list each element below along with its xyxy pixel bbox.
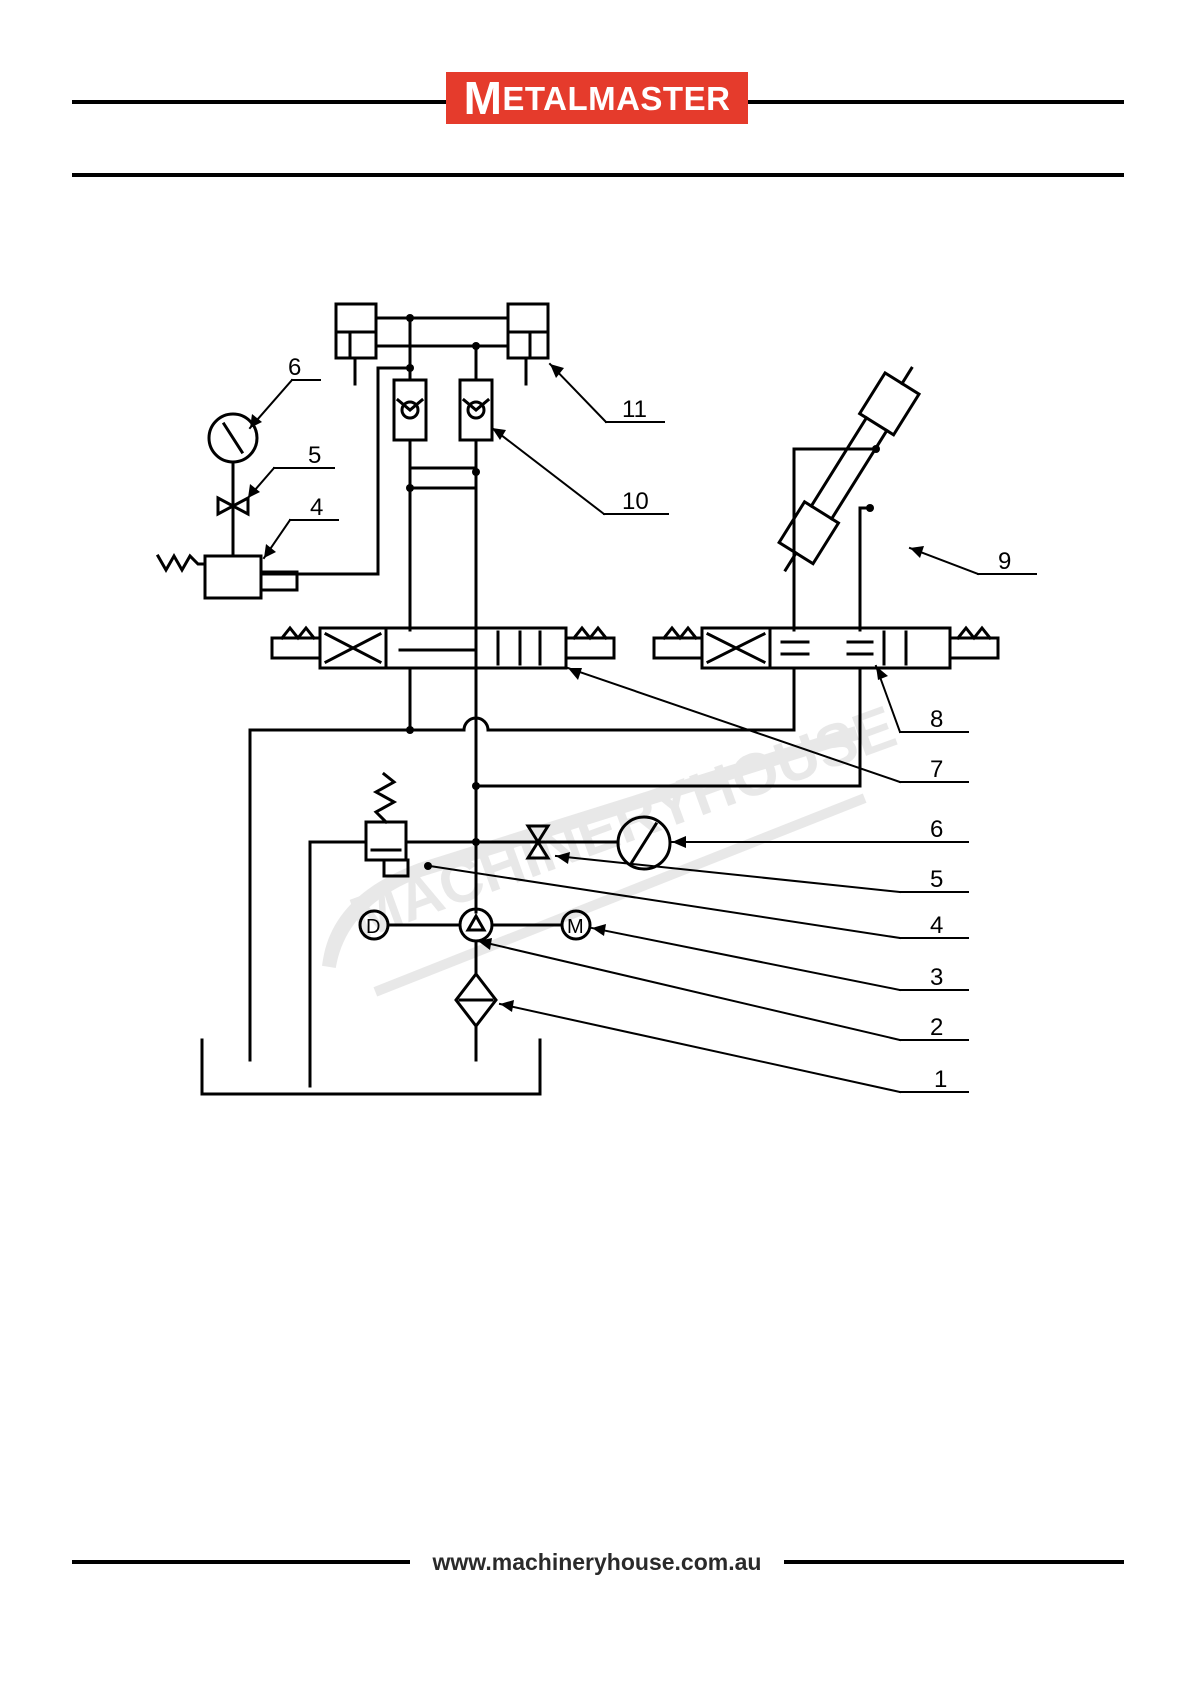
watermark-text: MACHINERYHOUSE (342, 693, 905, 952)
callout-left-4: 4 (310, 494, 323, 521)
callout-right-4: 4 (930, 912, 943, 939)
callout-8: 8 (930, 706, 943, 733)
callout-left-6: 6 (288, 354, 301, 381)
directional-valve-7 (272, 628, 614, 668)
callout-7: 7 (930, 756, 943, 783)
motor-letter: M (567, 916, 584, 938)
tank (202, 1040, 540, 1094)
pressure-gauge-left (209, 414, 257, 462)
callout-left-5: 5 (308, 442, 321, 469)
callout-2: 2 (930, 1014, 943, 1041)
filter (456, 974, 496, 1026)
callout-1: 1 (934, 1066, 947, 1093)
top-cylinder-right (508, 304, 548, 384)
drive-letter: D (366, 916, 380, 938)
pump (460, 909, 492, 941)
relief-valve (366, 774, 408, 876)
top-cylinder-left (336, 304, 376, 384)
pressure-switch-left (158, 556, 297, 598)
callout-11: 11 (622, 396, 647, 423)
callout-3: 3 (930, 964, 943, 991)
motor-symbol: M (562, 911, 590, 939)
directional-valve-8 (654, 628, 998, 668)
callout-right-5: 5 (930, 866, 943, 893)
callout-right-6: 6 (930, 816, 943, 843)
callout-9: 9 (998, 548, 1011, 575)
callout-10: 10 (622, 488, 649, 515)
check-valve-left (394, 380, 426, 440)
footer-url: www.machineryhouse.com.au (410, 1548, 784, 1576)
check-valve-right (460, 380, 492, 440)
